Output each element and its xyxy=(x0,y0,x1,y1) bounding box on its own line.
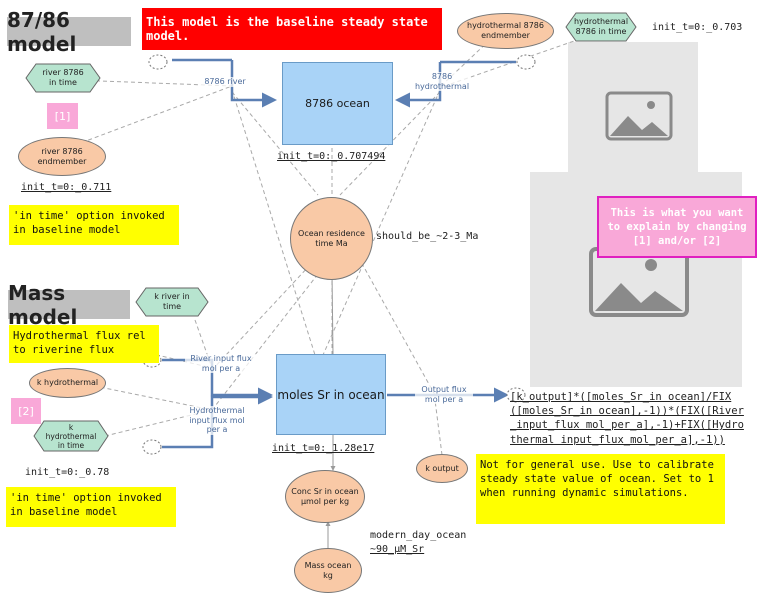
ghost-k-hydrothermal-in-time[interactable]: k hydrothermal in time xyxy=(34,421,108,451)
converter-conc-sr-in-ocean[interactable]: Conc Sr in ocean µmol per kg xyxy=(285,470,365,523)
init-moles-sr: init_t=0:_1.28e17 xyxy=(272,443,375,454)
output-flux-equation: [k_output]*([moles_Sr_in ocean]/FIX([mol… xyxy=(510,391,744,446)
note-not-for-general-use: Not for general use. Use to calibrate st… xyxy=(476,454,725,524)
flow-label-8786-river[interactable]: 8786 river xyxy=(199,77,251,87)
modern-day-annotation-line1: modern_day_ocean xyxy=(370,530,467,541)
title-mass-model: Mass model xyxy=(8,281,130,329)
flow-label-output-flux[interactable]: Output flux mol per a xyxy=(415,385,473,405)
marker-1: [1] xyxy=(47,103,78,129)
converter-k-hydrothermal[interactable]: k hydrothermal xyxy=(29,368,106,398)
init-8786-ocean: init_t=0:_0.707494 xyxy=(277,151,386,162)
note-explain-by-changing: This is what you want to explain by chan… xyxy=(597,196,757,258)
ghost-hexagons xyxy=(25,12,637,452)
marker-2: [2] xyxy=(11,398,41,424)
note-in-time-top: 'in time' option invoked in baseline mod… xyxy=(9,205,179,245)
converter-mass-ocean[interactable]: Mass ocean kg xyxy=(294,548,362,593)
stock-moles-sr-in-ocean[interactable]: moles Sr in ocean xyxy=(276,354,386,435)
ghost-k-hydrothermal-in-time-label: k hydrothermal in time xyxy=(45,422,97,450)
note-in-time-bottom: 'in time' option invoked in baseline mod… xyxy=(6,487,176,527)
ghost-hydrothermal-8786-in-time-label: hydrothermal 8786 in time xyxy=(573,17,629,36)
converter-ocean-residence-time[interactable]: Ocean residence time Ma xyxy=(290,197,373,280)
ghost-k-river-in-time-label: k river in time xyxy=(154,292,190,311)
init-hydrothermal: init_t=0:_0.703 xyxy=(652,22,743,33)
init-k-hydrothermal: init_t=0:_0.78 xyxy=(25,467,110,478)
should-be-annotation: should_be_~2-3_Ma xyxy=(376,231,479,242)
converter-k-output[interactable]: k output xyxy=(416,454,468,483)
modern-day-annotation-line2: ~90_µM_Sr xyxy=(370,544,425,555)
flow-label-8786-hydrothermal[interactable]: 8786 hydrothermal xyxy=(413,72,471,92)
flow-label-hydrothermal-input-flux[interactable]: Hydrothermal input flux mol per a xyxy=(186,406,248,435)
ghost-river-8786-in-time-label: river 8786 in time xyxy=(42,68,84,87)
ghost-k-river-in-time[interactable]: k river in time xyxy=(136,288,208,316)
ghost-river-8786-in-time[interactable]: river 8786 in time xyxy=(26,64,100,92)
stock-8786-ocean[interactable]: 8786 ocean xyxy=(282,62,393,145)
converter-hydrothermal-8786-endmember[interactable]: hydrothermal 8786 endmember xyxy=(457,13,554,49)
note-hydrothermal-flux-rel: Hydrothermal flux rel to riverine flux xyxy=(9,325,159,363)
baseline-banner: This model is the baseline steady state … xyxy=(142,8,442,50)
init-river-endmember: init_t=0:_0.711 xyxy=(21,182,112,193)
converter-river-8786-endmember[interactable]: river 8786 endmember xyxy=(18,137,106,176)
ghost-hydrothermal-8786-in-time[interactable]: hydrothermal 8786 in time xyxy=(566,13,636,41)
title-8786-model: 87/86 model xyxy=(7,8,131,56)
flow-label-river-input-flux[interactable]: River input flux mol per a xyxy=(185,354,257,374)
